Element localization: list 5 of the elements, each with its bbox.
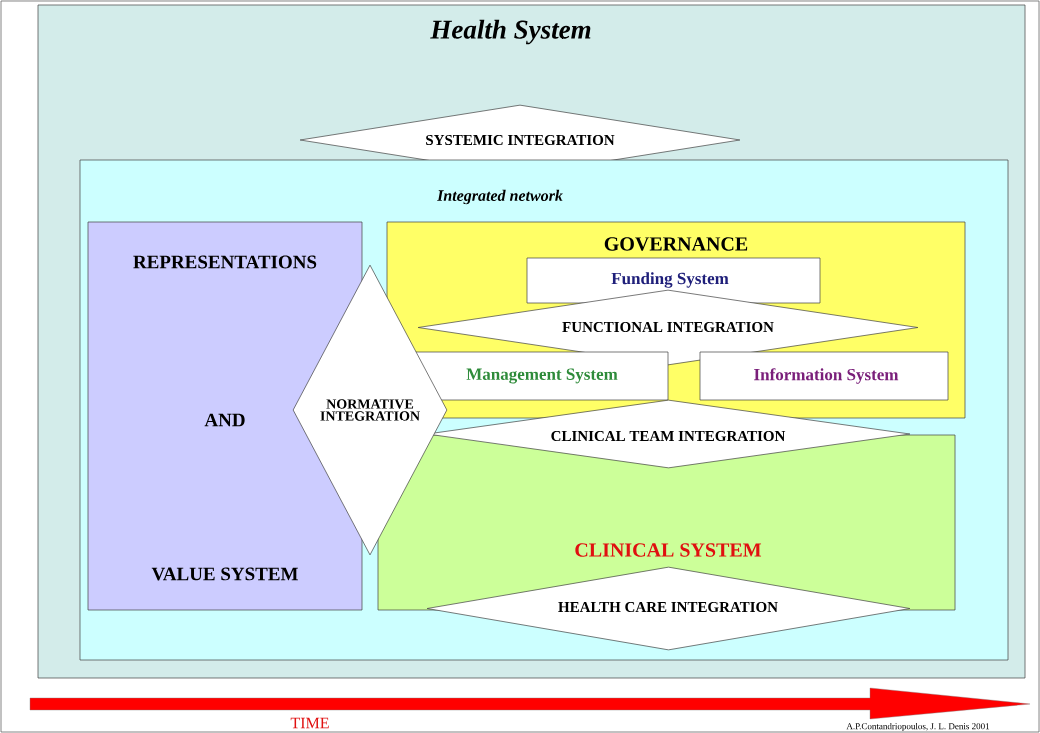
system-box: Funding System [526,257,821,304]
system-box: Information System [699,351,949,401]
credit-text: A.P.Contandriopoulos, J. L. Denis 2001 [846,722,990,732]
diagram-title: Health System [430,19,591,45]
axis-label: TIME [290,717,329,729]
